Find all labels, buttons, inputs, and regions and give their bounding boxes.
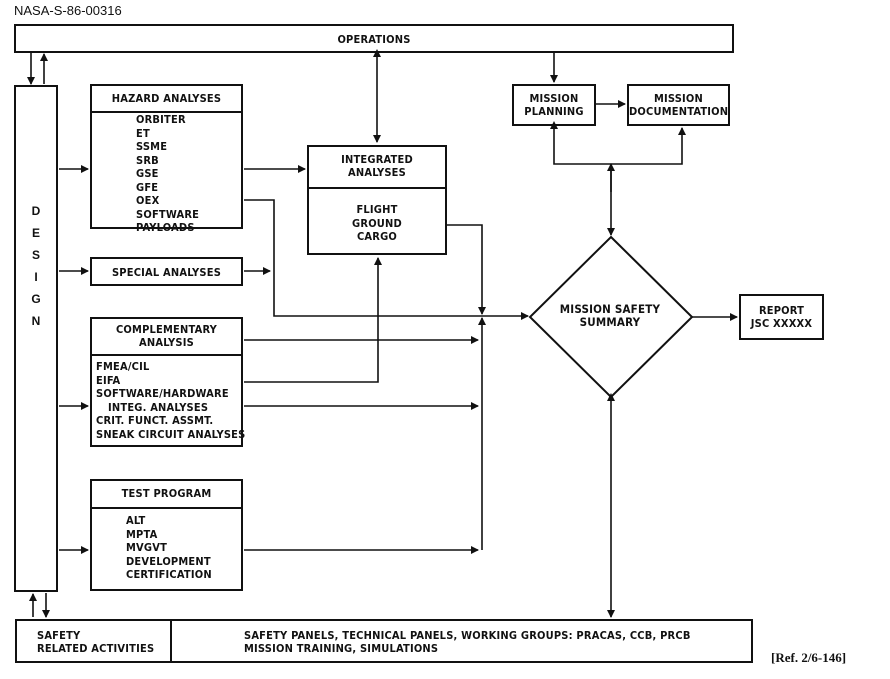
label-line: MISSION	[529, 92, 579, 105]
label-line: MISSION	[653, 92, 704, 105]
list-item: INTEG. ANALYSES	[108, 400, 209, 414]
list-item: SSME	[136, 140, 168, 153]
list-item: MVGVT	[126, 541, 168, 554]
operations-label: OPERATIONS	[337, 33, 411, 46]
title-line: ANALYSIS	[139, 336, 194, 349]
list-item: ALT	[126, 514, 146, 527]
list-item: CARGO	[356, 230, 398, 243]
list-item: GFE	[136, 180, 159, 194]
hazard-analyses-title: HAZARD ANALYSES	[111, 92, 222, 105]
list-item: PAYLOADS	[136, 221, 195, 234]
title-line: COMPLEMENTARY	[115, 323, 218, 336]
label-line: JSC XXXXX	[750, 317, 813, 330]
title-line: INTEGRATED	[341, 153, 413, 166]
design-letter: D	[31, 204, 41, 218]
design-letter: E	[31, 226, 40, 240]
document-id: NASA-S-86-00316	[14, 3, 122, 18]
label-line: SAFETY	[37, 629, 81, 642]
label-line: DOCUMENTATION	[629, 105, 729, 118]
list-item: SRB	[136, 153, 159, 167]
panels-label: SAFETY PANELS, TECHNICAL PANELS, WORKING…	[244, 629, 691, 655]
list-item: FLIGHT	[356, 203, 398, 216]
list-item: CERTIFICATION	[126, 568, 212, 581]
complementary-analysis-list: FMEA/CIL EIFA SOFTWARE/HARDWARE INTEG. A…	[96, 360, 245, 441]
label-line: MISSION SAFETY	[559, 302, 661, 316]
list-item: ET	[136, 126, 150, 140]
mission-safety-summary-diamond	[528, 235, 694, 399]
design-letter: S	[31, 248, 40, 262]
list-item: SOFTWARE/HARDWARE	[96, 387, 229, 400]
design-label: D E S I G N	[20, 200, 52, 332]
list-item: SOFTWARE	[136, 207, 200, 221]
label-line: PLANNING	[524, 105, 584, 118]
mission-planning-label: MISSION PLANNING	[514, 92, 594, 118]
list-item: OEX	[136, 194, 160, 207]
design-letter: G	[31, 292, 41, 306]
label-line: SUMMARY	[579, 315, 641, 329]
list-item: MPTA	[126, 527, 158, 541]
list-item: GSE	[136, 167, 159, 180]
design-letter: I	[34, 270, 38, 284]
integrated-analyses-title: INTEGRATED ANALYSES	[309, 153, 445, 179]
special-analyses-box: SPECIAL ANALYSES	[90, 257, 243, 286]
label-line: MISSION TRAINING, SIMULATIONS	[244, 642, 439, 655]
list-item: EIFA	[96, 373, 121, 387]
title-line: ANALYSES	[348, 166, 406, 179]
list-item: SNEAK CIRCUIT ANALYSES	[96, 427, 246, 441]
complementary-analysis-title: COMPLEMENTARY ANALYSIS	[92, 323, 241, 349]
safety-related-label: SAFETY RELATED ACTIVITIES	[37, 629, 154, 655]
integrated-analyses-list: FLIGHT GROUND CARGO	[309, 203, 445, 244]
design-letter: N	[31, 314, 41, 328]
panels-box: SAFETY PANELS, TECHNICAL PANELS, WORKING…	[170, 619, 753, 663]
test-program-list: ALT MPTA MVGVT DEVELOPMENT CERTIFICATION	[126, 514, 212, 582]
report-box: REPORT JSC XXXXX	[739, 294, 824, 340]
special-analyses-title: SPECIAL ANALYSES	[111, 266, 222, 279]
integrated-analyses-box: INTEGRATED ANALYSES FLIGHT GROUND CARGO	[307, 145, 447, 255]
list-item: FMEA/CIL	[96, 360, 150, 373]
safety-related-activities-box: SAFETY RELATED ACTIVITIES	[15, 619, 172, 663]
list-item: DEVELOPMENT	[126, 554, 211, 568]
hazard-analyses-list: ORBITER ET SSME SRB GSE GFE OEX SOFTWARE…	[136, 113, 199, 235]
label-line: RELATED ACTIVITIES	[37, 642, 155, 655]
test-program-box: TEST PROGRAM ALT MPTA MVGVT DEVELOPMENT …	[90, 479, 243, 591]
test-program-title: TEST PROGRAM	[121, 487, 212, 500]
design-column	[14, 85, 58, 592]
mission-safety-summary-label: MISSION SAFETY SUMMARY	[540, 303, 680, 329]
list-item: GROUND	[352, 216, 402, 230]
mission-documentation-label: MISSION DOCUMENTATION	[629, 92, 728, 118]
mission-documentation-box: MISSION DOCUMENTATION	[627, 84, 730, 126]
complementary-analysis-box: COMPLEMENTARY ANALYSIS FMEA/CIL EIFA SOF…	[90, 317, 245, 447]
label-line: SAFETY PANELS, TECHNICAL PANELS, WORKING…	[244, 629, 691, 642]
reference-note: [Ref. 2/6-146]	[771, 650, 847, 665]
list-item: ORBITER	[136, 113, 186, 126]
report-label: REPORT JSC XXXXX	[741, 304, 822, 330]
hazard-analyses-box: HAZARD ANALYSES ORBITER ET SSME SRB GSE …	[90, 84, 243, 234]
list-item: CRIT. FUNCT. ASSMT.	[96, 414, 214, 427]
label-line: REPORT	[758, 304, 805, 317]
